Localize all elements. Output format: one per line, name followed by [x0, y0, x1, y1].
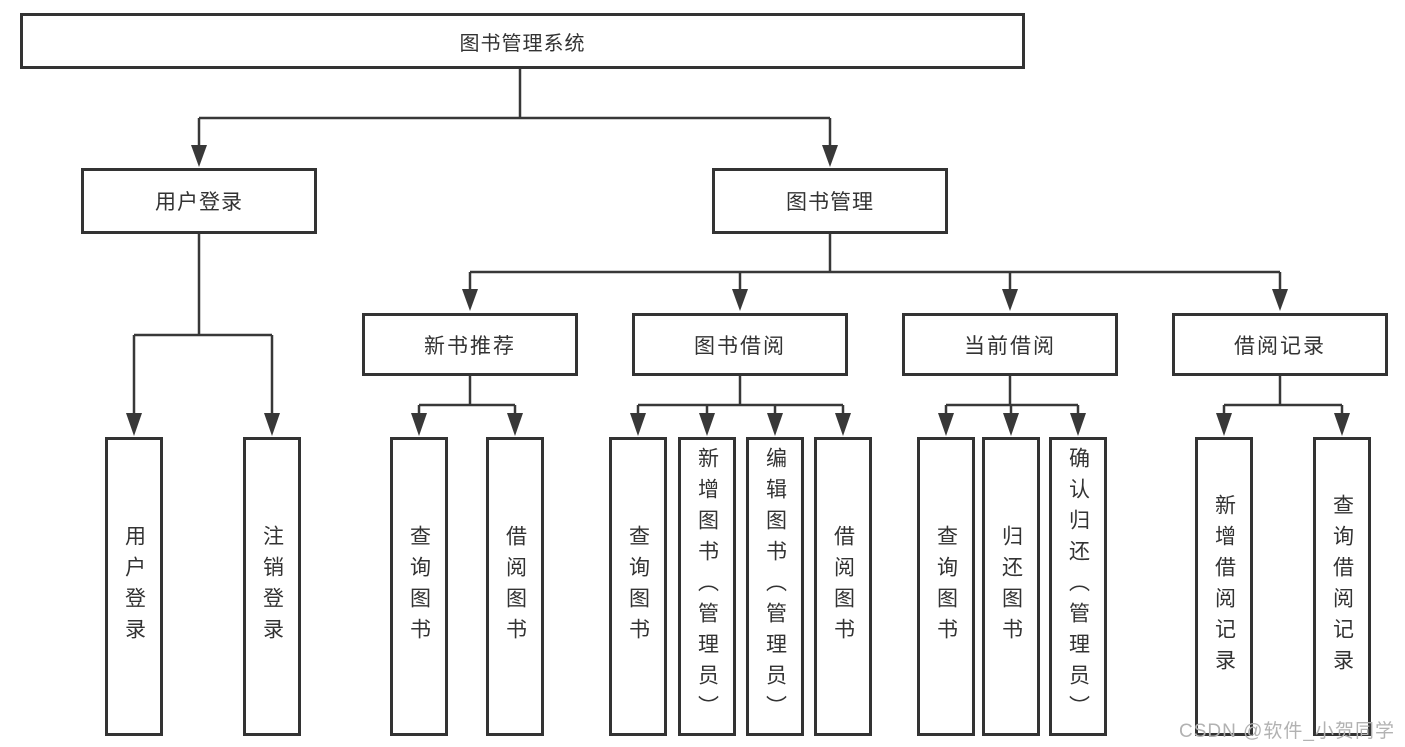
leaf-logout-login-label: 注销登录 — [260, 524, 284, 649]
connector-user-login — [126, 234, 280, 436]
leaf-records-query-borrow-record: 查询借阅记录 — [1313, 437, 1371, 736]
connector-book-borrow — [630, 376, 851, 436]
leaf-current-query-books-label: 查询图书 — [934, 524, 958, 649]
node-borrow-records-label: 借阅记录 — [1234, 334, 1326, 358]
node-current-borrow-label: 当前借阅 — [964, 334, 1056, 358]
node-book-management: 图书管理 — [712, 168, 948, 234]
connector-root — [191, 69, 838, 167]
node-book-management-label: 图书管理 — [786, 191, 874, 214]
leaf-borrow-query-books: 查询图书 — [609, 437, 667, 736]
leaf-current-return-books-label: 归还图书 — [999, 524, 1023, 649]
node-book-borrow-label: 图书借阅 — [694, 334, 786, 358]
leaf-records-query-borrow-record-label: 查询借阅记录 — [1330, 493, 1354, 680]
leaf-borrow-add-books-admin: 新增图书（管理员） — [678, 437, 736, 736]
leaf-borrow-borrow-books: 借阅图书 — [814, 437, 872, 736]
connector-new-book-recommend — [411, 376, 523, 436]
node-user-login-label: 用户登录 — [155, 191, 243, 214]
leaf-current-query-books: 查询图书 — [917, 437, 975, 736]
leaf-recommend-query-books: 查询图书 — [390, 437, 448, 736]
node-new-book-recommend-label: 新书推荐 — [424, 334, 516, 358]
leaf-borrow-query-books-label: 查询图书 — [626, 524, 650, 649]
node-borrow-records: 借阅记录 — [1172, 313, 1388, 376]
leaf-logout-login: 注销登录 — [243, 437, 301, 736]
connector-borrow-records — [1216, 376, 1350, 436]
node-root-label: 图书管理系统 — [459, 32, 586, 55]
leaf-records-add-borrow-record: 新增借阅记录 — [1195, 437, 1253, 736]
leaf-borrow-edit-books-admin-label: 编辑图书（管理员） — [763, 447, 787, 726]
leaf-user-login-label: 用户登录 — [122, 524, 146, 649]
leaf-current-return-books: 归还图书 — [982, 437, 1040, 736]
leaf-borrow-add-books-admin-label: 新增图书（管理员） — [695, 447, 719, 726]
leaf-current-confirm-return-admin: 确认归还（管理员） — [1049, 437, 1107, 736]
leaf-records-add-borrow-record-label: 新增借阅记录 — [1212, 493, 1236, 680]
node-current-borrow: 当前借阅 — [902, 313, 1118, 376]
leaf-current-confirm-return-admin-label: 确认归还（管理员） — [1066, 447, 1090, 726]
watermark: CSDN @软件_小贺同学 — [1179, 721, 1395, 742]
connector-book-management — [462, 234, 1288, 311]
node-root: 图书管理系统 — [20, 13, 1025, 69]
leaf-borrow-edit-books-admin: 编辑图书（管理员） — [746, 437, 804, 736]
leaf-borrow-borrow-books-label: 借阅图书 — [831, 524, 855, 649]
node-new-book-recommend: 新书推荐 — [362, 313, 578, 376]
leaf-recommend-borrow-books: 借阅图书 — [486, 437, 544, 736]
leaf-recommend-borrow-books-label: 借阅图书 — [503, 524, 527, 649]
leaf-user-login: 用户登录 — [105, 437, 163, 736]
leaf-recommend-query-books-label: 查询图书 — [407, 524, 431, 649]
connector-current-borrow — [938, 376, 1086, 436]
node-book-borrow: 图书借阅 — [632, 313, 848, 376]
node-user-login: 用户登录 — [81, 168, 317, 234]
